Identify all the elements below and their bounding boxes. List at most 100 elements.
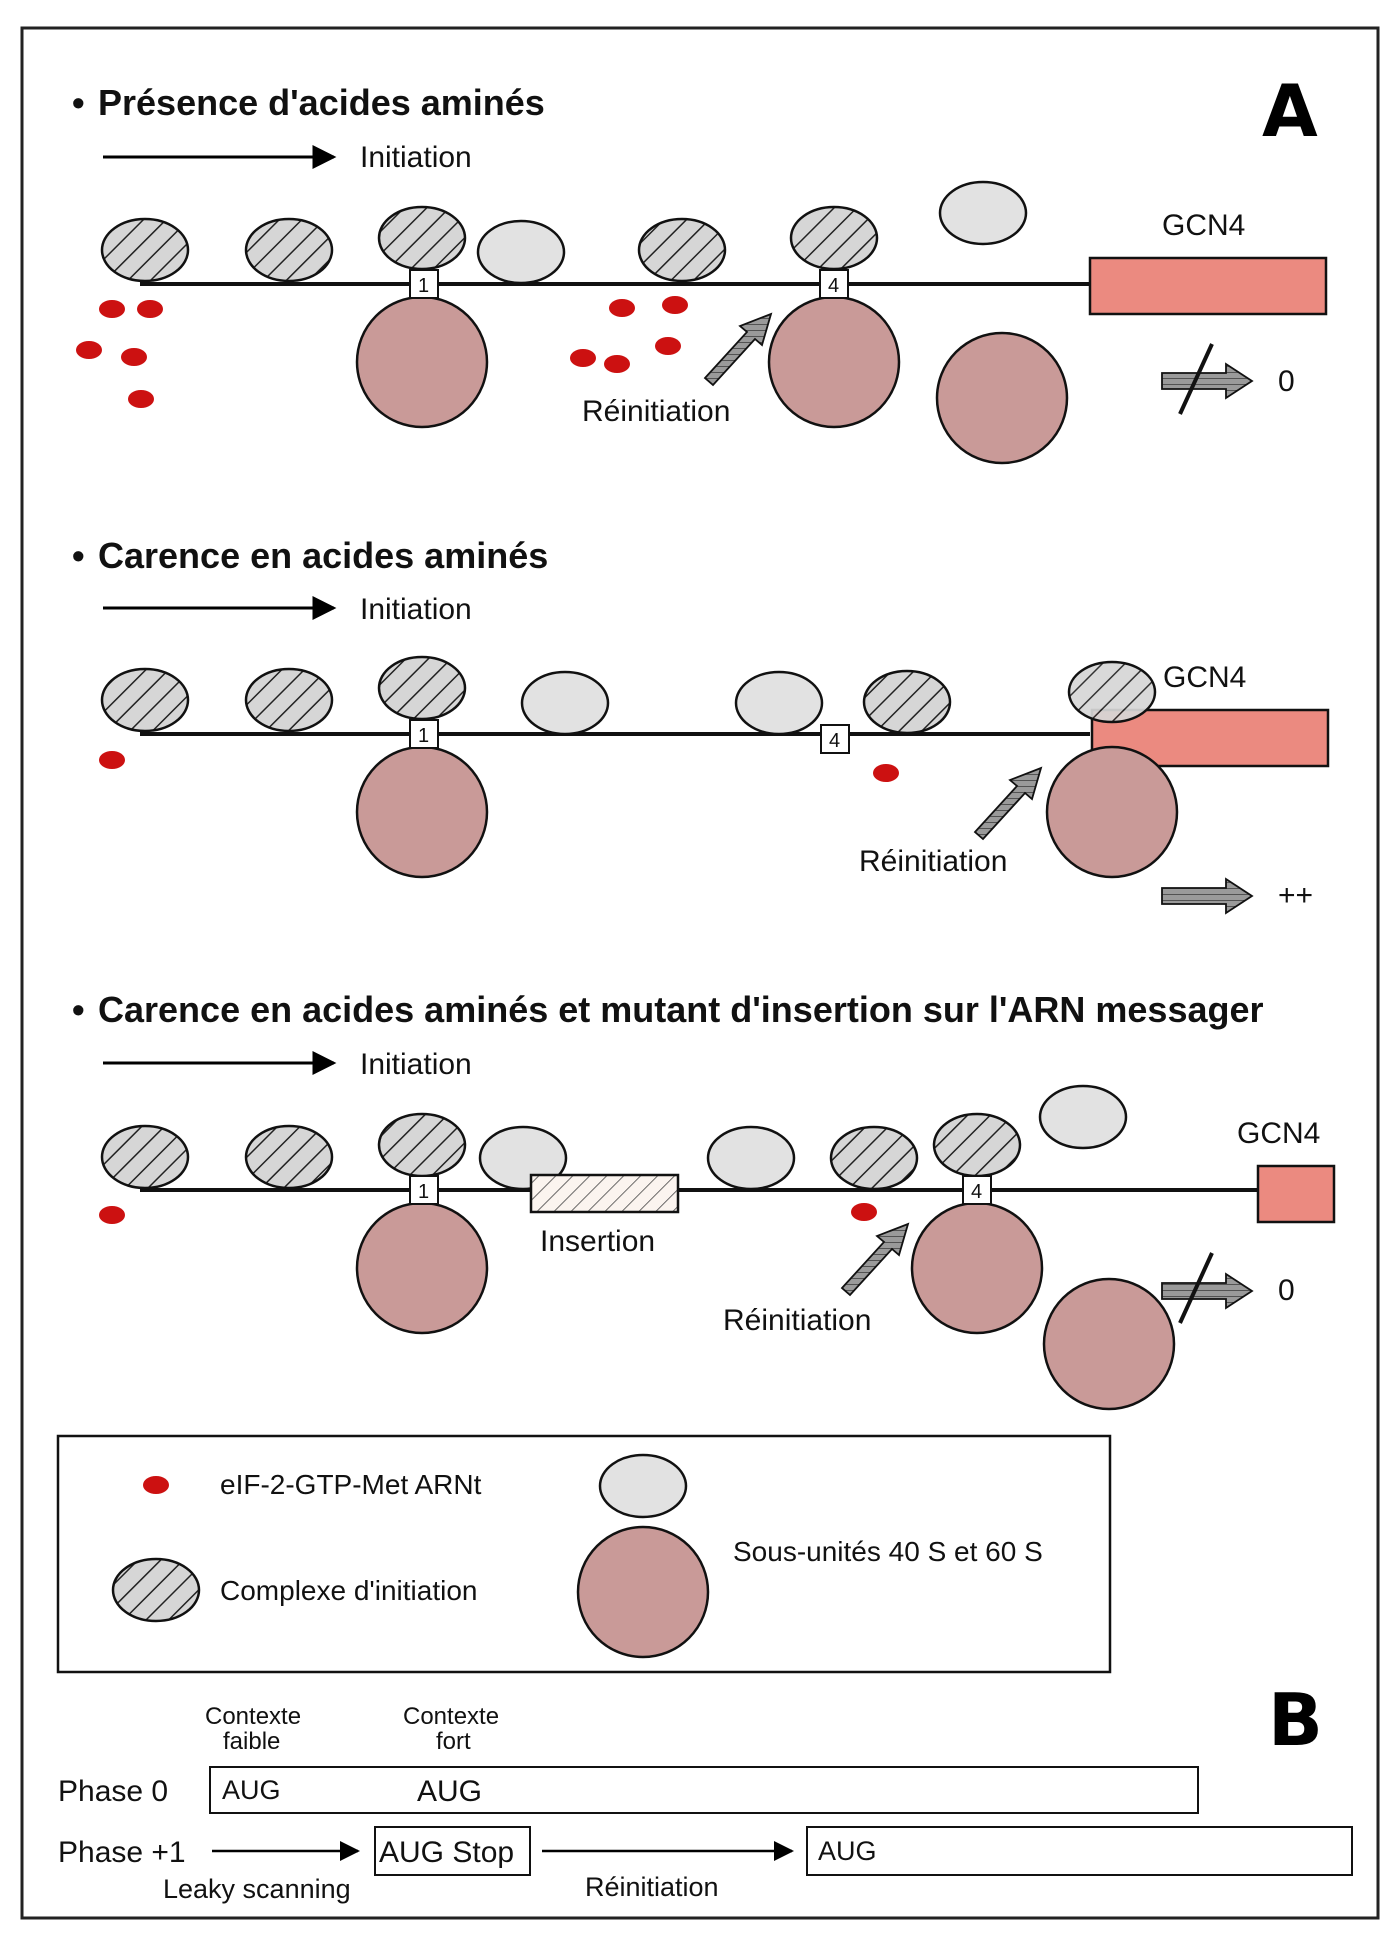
large-subunit <box>767 295 901 429</box>
reinit-label: Réinitiation <box>585 1872 719 1902</box>
leaky-label: Leaky scanning <box>163 1874 351 1904</box>
panel-label-a: A <box>1262 69 1318 153</box>
gcn4-label: GCN4 <box>1163 661 1246 694</box>
initiation-complex <box>244 1124 334 1190</box>
large-subunit <box>1042 1277 1176 1411</box>
section-2-bullet: • <box>72 535 85 576</box>
large-subunit <box>355 1201 489 1335</box>
initiation-complex <box>862 669 952 735</box>
eif-dots <box>99 1203 877 1224</box>
section-1-bullet: • <box>72 82 85 123</box>
block-slash <box>1178 343 1214 415</box>
eif-dots <box>99 751 899 782</box>
panel-b: Contexte faible Contexte fort Phase 0 AU… <box>58 1703 1353 1904</box>
block-slash <box>1178 1252 1214 1324</box>
outcome-label: 0 <box>1278 1274 1295 1307</box>
uorf-4-label: 4 <box>828 275 839 297</box>
uorf-1-label: 1 <box>418 725 429 747</box>
gcn4-label: GCN4 <box>1162 209 1245 242</box>
initiation-complex <box>789 205 879 271</box>
reinitiation-arrow <box>840 1222 910 1297</box>
large-subunit <box>355 295 489 429</box>
section-3-title: Carence en acides aminés et mutant d'ins… <box>98 989 1264 1030</box>
initiation-complex <box>100 217 190 283</box>
initiation-complex <box>932 1112 1022 1178</box>
aug-weak: AUG <box>222 1775 281 1805</box>
section-2-title: Carence en acides aminés <box>98 535 548 576</box>
section-3-bullet: • <box>72 989 85 1030</box>
section-carence: • Carence en acides aminés Initiation 1 … <box>72 535 1330 915</box>
aug-stop-box <box>374 1826 531 1876</box>
phase1-orf-frame <box>806 1826 1353 1876</box>
outcome-label: ++ <box>1278 879 1313 912</box>
small-subunit <box>478 1125 568 1191</box>
initiation-complex <box>244 667 334 733</box>
large-subunit <box>1045 745 1179 879</box>
legend-box <box>56 1434 1112 1674</box>
uorf-1-box <box>409 269 439 299</box>
uorf-1-label: 1 <box>418 1181 429 1203</box>
reinitiation-arrow <box>973 766 1043 841</box>
gcn4-gene <box>1088 256 1328 316</box>
uorf-4-box <box>819 269 849 299</box>
section-insertion: • Carence en acides aminés et mutant d'i… <box>72 989 1336 1411</box>
section-1-title: Présence d'acides aminés <box>98 82 545 123</box>
figure-frame <box>20 26 1380 1920</box>
aug-stop: AUG Stop <box>379 1836 514 1869</box>
small-subunit <box>938 180 1028 246</box>
context-strong-line1: Contexte <box>403 1703 499 1730</box>
outcome-arrow <box>1161 877 1254 915</box>
insertion-label: Insertion <box>540 1225 655 1258</box>
initiation-label: Initiation <box>360 1048 472 1081</box>
legend-complex-swatch <box>111 1557 201 1623</box>
initiation-complex <box>244 217 334 283</box>
phase0-frame <box>209 1766 1199 1814</box>
uorf-1-label: 1 <box>418 275 429 297</box>
small-subunit <box>1038 1084 1128 1150</box>
gcn4-label: GCN4 <box>1237 1117 1320 1150</box>
legend-large-subunit-swatch <box>576 1525 710 1659</box>
uorf-4-box <box>820 724 850 754</box>
legend-subunits-label: Sous-unités 40 S et 60 S <box>733 1536 1043 1567</box>
uorf-4-label: 4 <box>829 730 840 752</box>
initiation-complex <box>100 1124 190 1190</box>
eif-dots <box>76 296 688 408</box>
initiation-label: Initiation <box>360 593 472 626</box>
context-weak-line2: faible <box>223 1728 280 1755</box>
context-strong-line2: fort <box>436 1728 471 1755</box>
large-subunit <box>355 745 489 879</box>
legend: eIF-2-GTP-Met ARNt Complexe d'initiation… <box>56 1434 1112 1674</box>
reinitiation-arrow <box>703 312 773 387</box>
section-presence: • Présence d'acides aminés Initiation <box>72 82 1328 465</box>
large-subunit <box>910 1201 1044 1335</box>
legend-small-subunit-swatch <box>598 1453 688 1519</box>
reinitiation-label: Réinitiation <box>723 1304 871 1337</box>
uorf-4-box <box>962 1175 992 1205</box>
aug-end: AUG <box>818 1836 877 1866</box>
outcome-arrow <box>1161 1272 1254 1310</box>
initiation-label: Initiation <box>360 141 472 174</box>
phase0-label: Phase 0 <box>58 1775 168 1808</box>
uorf-1-box <box>409 1175 439 1205</box>
legend-complex-label: Complexe d'initiation <box>220 1575 477 1606</box>
uorf-4-label: 4 <box>971 1181 982 1203</box>
initiation-complex <box>377 205 467 271</box>
insertion-block <box>529 1173 680 1214</box>
uorf-1-box <box>409 719 439 749</box>
gcn4-gene <box>1256 1164 1336 1224</box>
outcome-label: 0 <box>1278 365 1295 398</box>
reinitiation-label: Réinitiation <box>859 845 1007 878</box>
aug-strong: AUG <box>417 1775 482 1808</box>
panel-label-b: B <box>1268 1678 1323 1762</box>
context-weak-line1: Contexte <box>205 1703 301 1730</box>
reinitiation-label: Réinitiation <box>582 395 730 428</box>
small-subunit <box>520 670 610 736</box>
small-subunit <box>476 219 566 285</box>
legend-eif-swatch <box>143 1476 169 1494</box>
initiation-complex <box>829 1125 919 1191</box>
initiation-complex <box>637 217 727 283</box>
legend-eif-label: eIF-2-GTP-Met ARNt <box>220 1469 482 1500</box>
initiation-complex <box>100 667 190 733</box>
small-subunit <box>734 670 824 736</box>
